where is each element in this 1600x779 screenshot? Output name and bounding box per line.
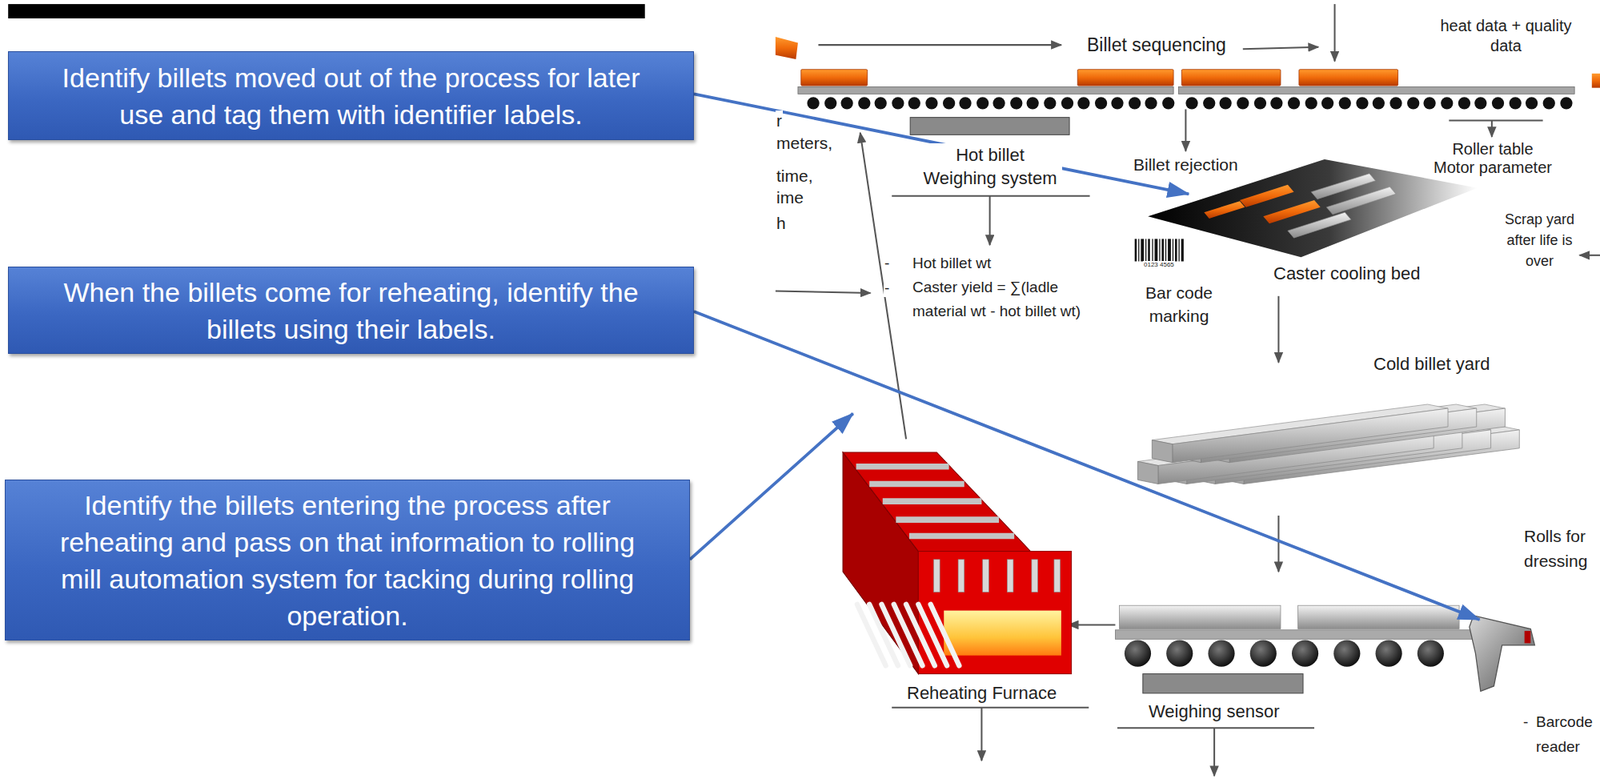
destination-label: Rolls for dressing [1523, 523, 1594, 574]
callout-text: When the billets come for reheating, ide… [47, 273, 655, 348]
cut-label: time, [775, 165, 815, 186]
equipment-label: Cold billet yard [1372, 353, 1492, 375]
destination-label: Scrap yard after life is over [1500, 208, 1579, 272]
reheating-furnace [842, 452, 1072, 674]
flow-arrows [775, 4, 1600, 776]
equipment-label: Weighing sensor [1147, 701, 1280, 722]
furnace-roller-table [1114, 605, 1476, 694]
callout-text: Identify the billets entering the proces… [44, 486, 651, 634]
cold-billet-stack [1137, 404, 1520, 484]
data-label: heat data + quality data [1435, 16, 1577, 57]
callout-box: Identify the billets entering the proces… [4, 479, 690, 641]
process-label: Bar code marking [1138, 280, 1220, 328]
cut-label: r [775, 110, 783, 131]
callout-text: Identify billets moved out of the proces… [47, 59, 655, 133]
data-label: Roller table Motor parameter [1431, 140, 1555, 177]
callout-box: Identify billets moved out of the proces… [8, 51, 694, 141]
bullet-dash: - [883, 253, 891, 273]
equipment-label: Hot billet Weighing system [918, 143, 1063, 190]
bullet-dash: - [1522, 712, 1529, 731]
data-label: Hot billet wt [911, 253, 992, 273]
equipment-label: Reheating Furnace [906, 682, 1058, 704]
barcode-digits: 0123 4565 [1142, 260, 1175, 269]
process-label: Billet sequencing [1086, 33, 1228, 57]
cut-label: meters, [775, 132, 834, 153]
process-label: Billet rejection [1132, 154, 1240, 175]
cut-label: h [775, 212, 787, 233]
callout-pointers [689, 93, 1480, 620]
equipment-label: Barcode reader [1535, 709, 1596, 759]
callout-box: When the billets come for reheating, ide… [8, 266, 694, 354]
cut-label: ime [775, 187, 805, 208]
bullet-dash: - [883, 278, 891, 297]
equipment-label: Caster cooling bed [1272, 263, 1421, 285]
formula-label: Caster yield = ∑(ladle material wt - hot… [911, 275, 1099, 324]
barcode-reader-icon [1469, 615, 1536, 691]
redaction-bar [8, 4, 646, 19]
barcode-symbol [1134, 238, 1184, 261]
